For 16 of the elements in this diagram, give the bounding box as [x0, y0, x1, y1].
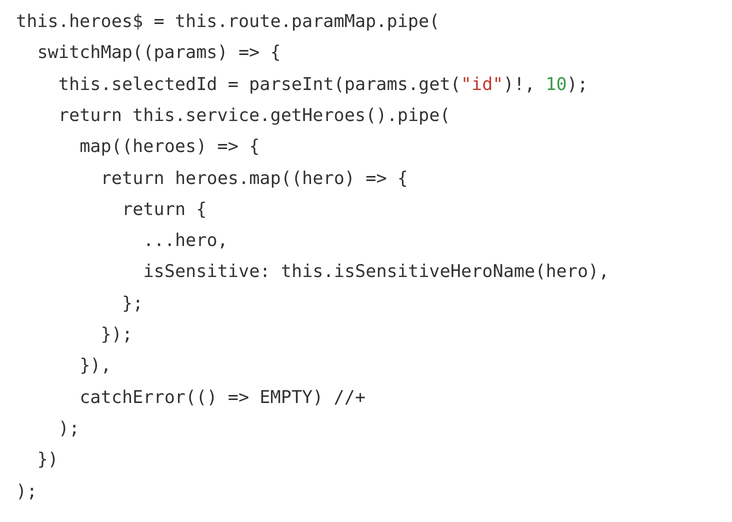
code-line: }) [37, 449, 58, 472]
code-line: catchError(() => EMPTY) //+ [80, 386, 366, 409]
code-line: ); [16, 480, 38, 502]
code-line: }; [122, 292, 144, 315]
code-line: ); [58, 418, 80, 440]
code-line: this.heroes$ = this.route.paramMap.pipe( [16, 11, 440, 33]
code-line: this.selectedId = parseInt(params.get("id")!, 10); [58, 74, 588, 96]
code-line: return heroes.map((hero) => { [100, 168, 408, 190]
code-line: switchMap((params) => { [37, 42, 281, 64]
code-line: map((heroes) => { [80, 136, 260, 158]
code-line: isSensitive: this.isSensitiveHeroName(hero), [143, 261, 610, 284]
code-line: ...hero, [143, 230, 228, 252]
code-line: return this.service.getHeroes().pipe( [58, 104, 450, 127]
code-line: }), [80, 355, 112, 378]
code-line: return { [122, 198, 207, 221]
code-line: }); [100, 324, 133, 346]
